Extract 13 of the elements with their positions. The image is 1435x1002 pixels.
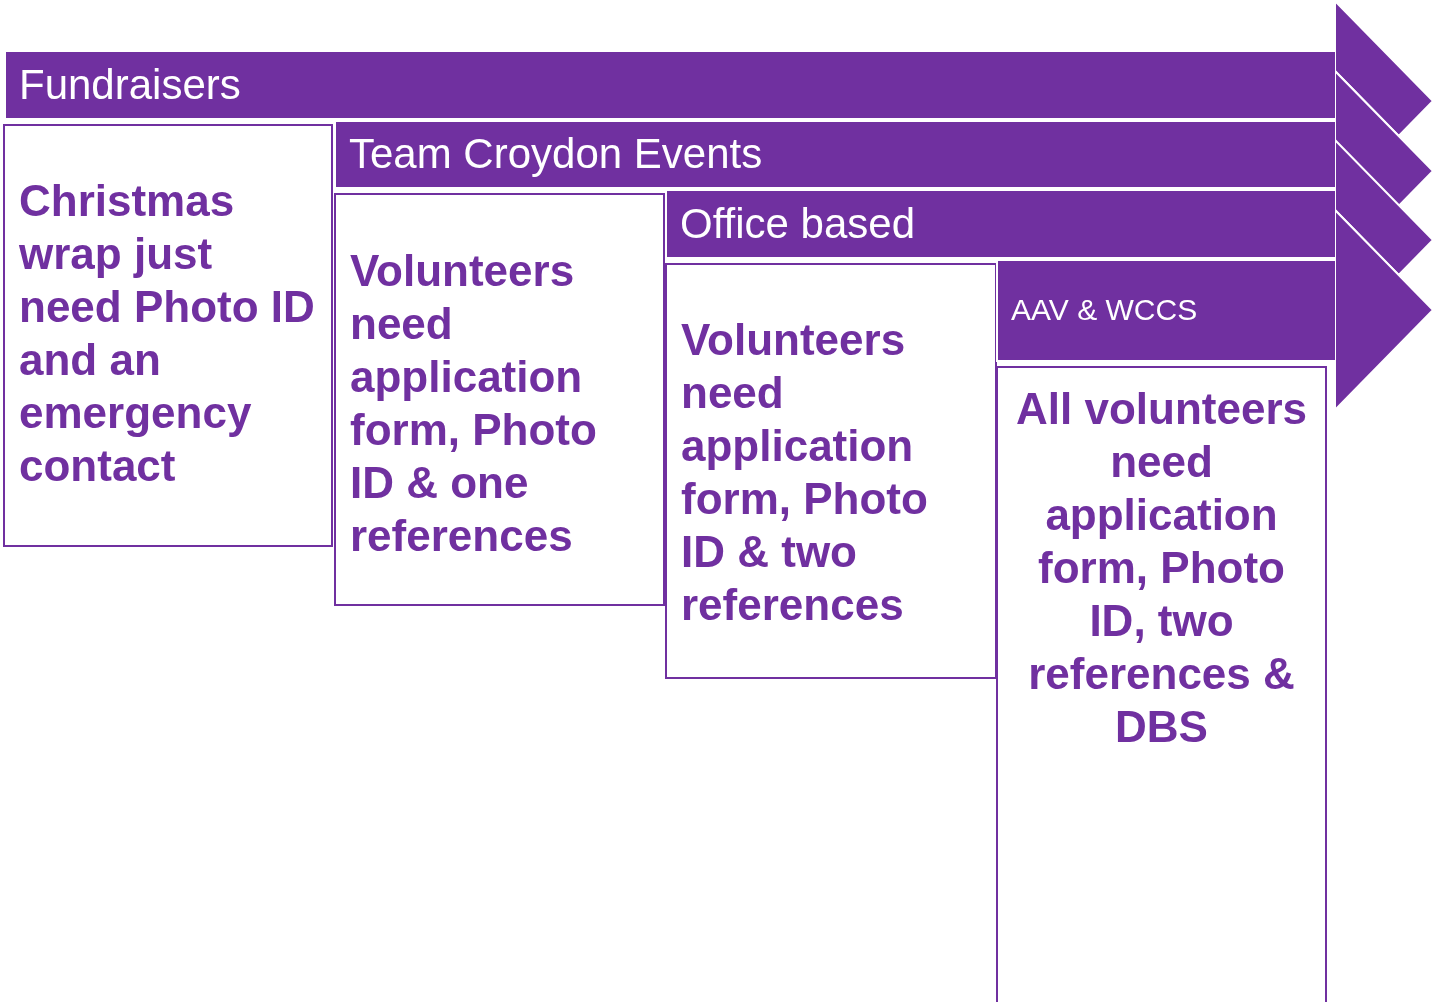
requirement-text: Christmas wrap just need Photo ID and an emergency contact bbox=[19, 175, 316, 492]
banner-title: Fundraisers bbox=[19, 60, 241, 109]
text-box bbox=[996, 366, 1327, 1002]
requirement-text: Volunteers need application form, Photo ID & two references bbox=[681, 314, 929, 631]
banner-title: Team Croydon Events bbox=[349, 130, 763, 179]
banner-title: AAV & WCCS bbox=[1011, 293, 1198, 328]
text-box bbox=[334, 193, 665, 606]
text-box bbox=[665, 263, 997, 679]
requirement-text: All volunteers need application form, Photo ID, two references & DBS bbox=[1015, 383, 1308, 753]
banner-title: Office based bbox=[680, 199, 916, 248]
text-box bbox=[3, 124, 333, 547]
arrow-banner bbox=[996, 259, 1335, 362]
requirement-text: Volunteers need application form, Photo ID & one references bbox=[350, 245, 598, 562]
